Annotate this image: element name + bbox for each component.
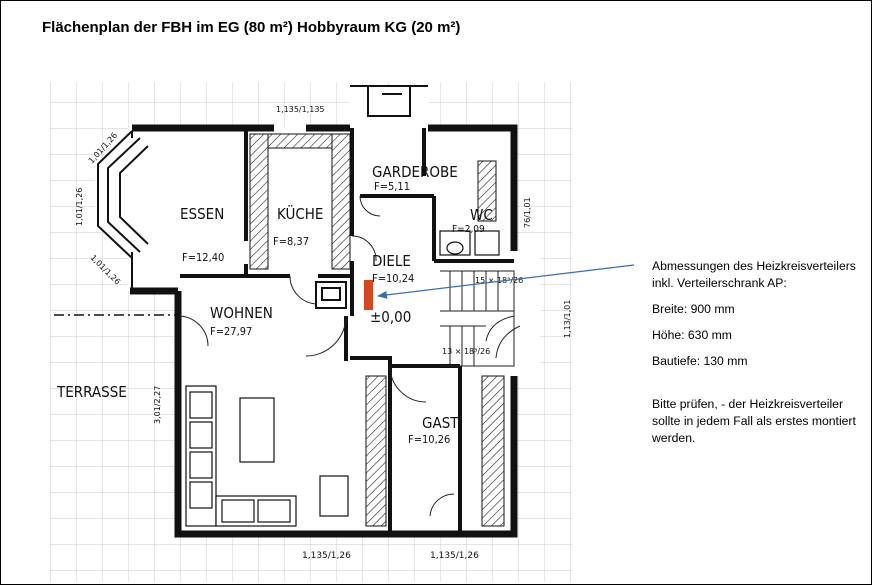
dimension-bottom-left: 1,135/1,26 — [302, 551, 351, 561]
annotation-note-line1: Bitte prüfen, - der Heizkreisverteiler — [652, 397, 844, 411]
page-title: Flächenplan der FBH im EG (80 m²) Hobbyr… — [42, 19, 461, 36]
dimension-bay-left: 1,01/1,26 — [75, 188, 84, 226]
room-name-essen: ESSEN — [180, 205, 224, 223]
annotation-width: Breite: 900 mm — [652, 302, 735, 316]
annotation-depth: Bautiefe: 130 mm — [652, 354, 748, 368]
entrance — [350, 85, 428, 117]
room-name-wohnen: WOHNEN — [210, 304, 273, 322]
door-swings — [177, 195, 455, 517]
room-area-kueche: F=8,37 — [273, 235, 309, 248]
distributor-annotation: Abmessungen des Heizkreisverteilers inkl… — [652, 258, 862, 447]
dimension-right-upper: 76/1,01 — [523, 197, 532, 228]
floor-plan-drawing: ESSEN F=12,40 KÜCHE F=8,37 GARDEROBE F=5… — [50, 82, 572, 582]
room-name-gast: GAST — [422, 414, 459, 432]
chimney — [315, 281, 347, 309]
furniture — [185, 385, 349, 527]
room-area-wc: F=2,09 — [452, 224, 485, 235]
room-area-gast: F=10,26 — [408, 433, 450, 446]
room-name-diele: DIELE — [372, 252, 411, 270]
dimension-stairs-lower: 13 × 18³/26 — [442, 347, 490, 356]
annotation-note-line2: sollte in jedem Fall als erstes montiert — [652, 414, 856, 428]
interior-walls — [180, 128, 514, 534]
room-area-wohnen: F=27,97 — [210, 325, 252, 338]
annotation-intro-line2: inkl. Verteilerschrank AP: — [652, 276, 787, 290]
room-name-kueche: KÜCHE — [277, 204, 323, 223]
room-name-wc: WC — [470, 206, 493, 224]
wc-fixtures — [439, 230, 500, 256]
dimension-right-middle: 1,13/1,01 — [563, 300, 572, 338]
heating-distributor-marker — [364, 280, 373, 310]
bay-window — [97, 130, 149, 290]
annotation-note-line3: werden. — [652, 431, 696, 445]
room-name-garderobe: GARDEROBE — [372, 163, 458, 181]
room-area-essen: F=12,40 — [182, 251, 224, 264]
outer-walls — [130, 124, 518, 538]
dimension-left-lower: 3,01/2,27 — [153, 386, 162, 424]
annotation-intro-line1: Abmessungen des Heizkreisverteilers — [652, 259, 856, 273]
dimension-top-window: 1,135/1,135 — [276, 105, 325, 114]
room-area-diele: F=10,24 — [372, 272, 414, 285]
dimension-bottom-right: 1,135/1,26 — [430, 551, 479, 561]
floor-plan: ESSEN F=12,40 KÜCHE F=8,37 GARDEROBE F=5… — [50, 76, 572, 584]
built-in-units — [249, 133, 505, 527]
level-marker: ±0,00 — [370, 308, 411, 326]
annotation-height: Höhe: 630 mm — [652, 328, 732, 342]
dimension-stairs-upper: 15 × 18³/26 — [475, 276, 523, 285]
room-area-garderobe: F=5,11 — [374, 180, 410, 193]
room-name-terrasse: TERRASSE — [56, 383, 127, 401]
